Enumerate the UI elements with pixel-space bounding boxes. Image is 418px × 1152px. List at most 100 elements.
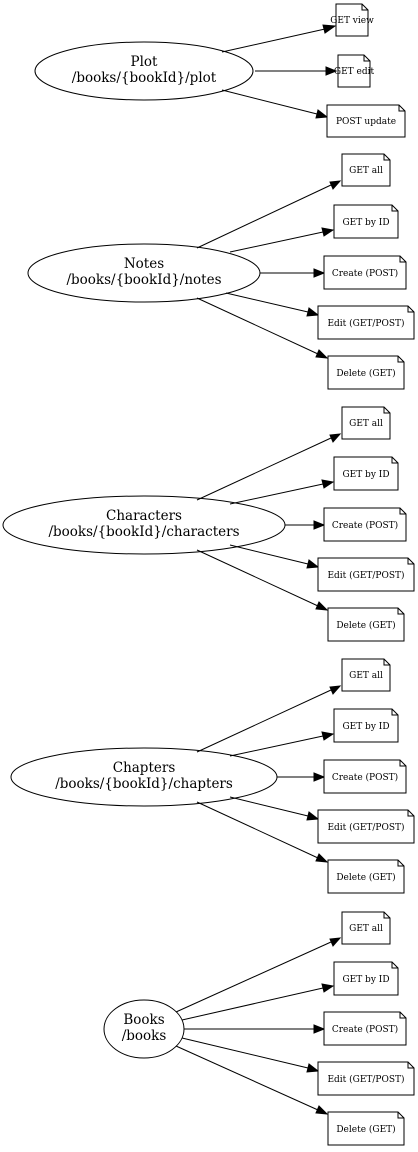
note-shape [323,759,407,794]
note-shape [327,1111,405,1146]
arrowhead [322,24,337,34]
note-shape [335,3,369,37]
cluster-chapters: Chapters /books/{bookId}/chapters GET al… [10,658,415,894]
edge [196,549,319,607]
notes-action-3: Edit (GET/POST) [225,292,415,340]
note-shape [323,1011,407,1046]
cluster-plot: Plot /books/{bookId}/plot GET view GET e… [34,3,406,138]
chapters-action-2: Create (POST) [277,759,407,794]
note-shape [341,406,391,440]
edge [229,796,309,817]
arrowhead [315,109,329,119]
edge [175,1045,319,1111]
edge [229,231,324,253]
arrowhead [321,731,335,741]
characters-action-0: GET all [196,406,391,501]
characters-action-1: GET by ID [229,456,399,505]
action-label: GET by ID [342,975,389,985]
cluster-notes: Notes /books/{bookId}/notes GET all GET … [27,153,415,390]
notes-action-1: GET by ID [229,204,399,253]
books-action-1: GET by ID [181,961,399,1021]
note-shape [341,911,391,945]
action-label: Edit (GET/POST) [327,1074,404,1085]
cluster-books: Books /books GET all GET by ID Create (P… [103,911,415,1146]
note-shape [326,104,406,138]
note-shape [327,607,405,642]
characters-node-title: Characters [106,508,182,524]
note-shape [317,305,415,340]
action-label: GET all [349,924,383,934]
chapters-action-0: GET all [196,658,391,753]
arrowhead [321,983,335,993]
note-shape [333,204,399,239]
edge [175,941,332,1013]
action-label: Delete (GET) [336,620,395,631]
chapters-action-3: Edit (GET/POST) [229,796,415,844]
note-shape [341,658,391,692]
note-shape [323,255,407,290]
action-label: Edit (GET/POST) [327,822,404,833]
arrowhead [306,1063,320,1073]
action-label: GET by ID [342,470,389,480]
notes-action-0: GET all [196,153,391,249]
arrowhead [329,937,342,947]
arrowhead [315,349,329,359]
edge [181,987,324,1021]
books-node-path: /books [122,1028,167,1044]
note-shape [323,507,407,542]
characters-node-path: /books/{bookId}/characters [48,524,239,540]
arrowhead [325,66,338,76]
edge [225,292,309,313]
action-label: POST update [336,117,396,127]
notes-node-title: Notes [124,256,164,272]
edge [196,297,319,355]
edge [229,735,324,757]
arrowhead [315,1105,329,1115]
action-label: Create (POST) [332,772,398,783]
arrowhead [329,433,342,443]
arrowhead [313,772,326,782]
note-shape [333,456,399,491]
books-action-4: Delete (GET) [175,1045,405,1146]
action-label: GET all [349,671,383,681]
plot-node-path: /books/{bookId}/plot [72,70,217,86]
plot-action-2: POST update [221,89,406,138]
characters-action-2: Create (POST) [285,507,407,542]
books-node-title: Books [123,1012,164,1028]
note-shape [337,54,371,88]
arrowhead [306,307,320,317]
action-label: Create (POST) [332,520,398,531]
characters-action-4: Delete (GET) [196,549,405,642]
arrowhead [321,479,335,489]
arrowhead [306,559,320,569]
action-label: GET all [349,166,383,176]
note-shape [341,153,391,187]
notes-node-path: /books/{bookId}/notes [66,272,221,288]
books-action-2: Create (POST) [184,1011,407,1046]
arrowhead [329,180,342,190]
action-label: GET edit [334,67,375,77]
arrowhead [329,685,342,695]
notes-action-2: Create (POST) [260,255,407,290]
books-action-3: Edit (GET/POST) [181,1037,415,1096]
note-shape [317,1061,415,1096]
arrowhead [321,227,335,237]
chapters-action-4: Delete (GET) [196,801,405,894]
action-label: Delete (GET) [336,1124,395,1135]
chapters-node-path: /books/{bookId}/chapters [55,776,233,792]
edge [196,689,332,753]
edge [221,89,318,115]
cluster-characters: Characters /books/{bookId}/characters GE… [2,406,415,642]
plot-action-1: GET edit [255,54,375,88]
action-label: GET view [330,16,374,26]
arrowhead [313,520,326,530]
note-shape [333,708,399,743]
action-label: Create (POST) [332,268,398,279]
plot-node [34,41,254,101]
edge [229,544,309,565]
note-shape [327,859,405,894]
books-action-0: GET all [175,911,391,1013]
note-shape [333,961,399,996]
arrowhead [313,1024,326,1034]
